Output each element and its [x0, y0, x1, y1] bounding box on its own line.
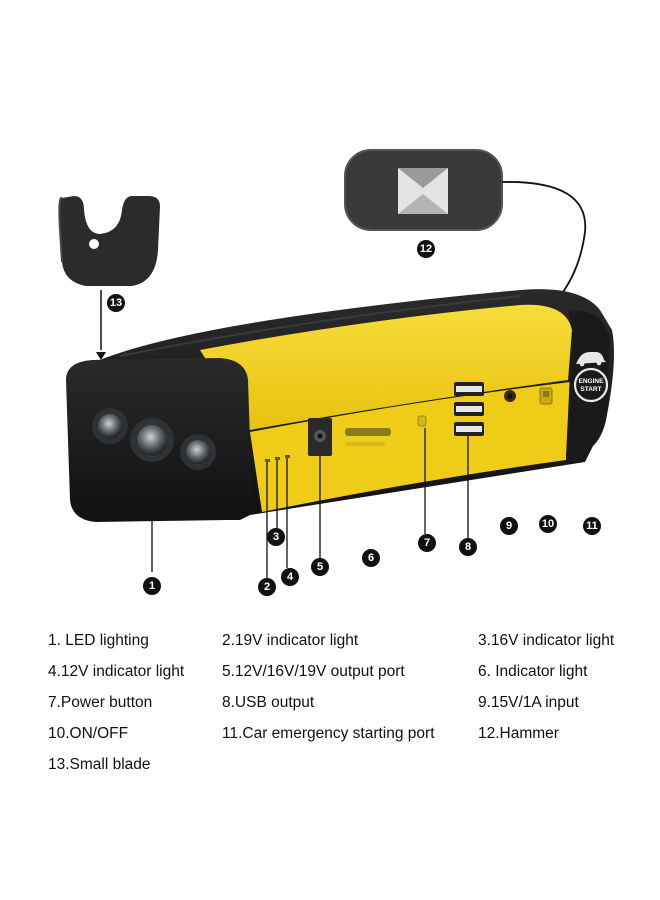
hammer-leader-line — [501, 181, 587, 297]
callout-leader-lines — [151, 428, 469, 578]
callout-12: 12 — [417, 240, 435, 258]
callout-10: 10 — [539, 515, 557, 533]
small-blade-part — [58, 196, 161, 286]
power-button-part — [417, 415, 427, 427]
legend-item-11: 11.Car emergency starting port — [222, 725, 435, 742]
callout-2: 2 — [258, 578, 276, 596]
car-icon — [576, 352, 606, 367]
parts-legend: 1. LED lighting 2.19V indicator light 3.… — [0, 620, 660, 780]
led-lights — [92, 408, 216, 470]
callout-13: 13 — [107, 294, 125, 312]
engine-start-label-1: ENGINE — [579, 378, 605, 385]
product-diagram: ENGINE START 1 2 3 4 5 6 7 8 9 10 11 12 … — [58, 149, 614, 596]
callout-8: 8 — [459, 538, 477, 556]
indicator-light-strip — [345, 428, 391, 446]
callout-3: 3 — [267, 528, 285, 546]
legend-item-4: 4.12V indicator light — [48, 663, 185, 680]
legend-item-7: 7.Power button — [48, 694, 153, 711]
callout-6: 6 — [362, 549, 380, 567]
blade-leader-arrow — [96, 352, 106, 360]
legend-item-2: 2.19V indicator light — [222, 632, 359, 649]
legend-item-5: 5.12V/16V/19V output port — [222, 663, 405, 680]
callout-5: 5 — [311, 558, 329, 576]
legend-item-6: 6. Indicator light — [478, 663, 588, 680]
legend-item-3: 3.16V indicator light — [478, 632, 615, 649]
callout-9: 9 — [500, 517, 518, 535]
callout-1: 1 — [143, 577, 161, 595]
dc-input-port — [504, 390, 516, 402]
callout-11: 11 — [583, 517, 601, 535]
engine-start-button: ENGINE START — [573, 367, 609, 403]
legend-item-9: 9.15V/1A input — [478, 694, 579, 711]
voltage-indicator-lights — [265, 455, 290, 462]
hammer-part — [344, 149, 503, 231]
legend-item-1: 1. LED lighting — [48, 632, 149, 649]
on-off-switch — [539, 387, 553, 405]
legend-item-13: 13.Small blade — [48, 756, 151, 773]
jump-starter-body — [66, 289, 614, 522]
legend-item-12: 12.Hammer — [478, 725, 559, 742]
legend-item-10: 10.ON/OFF — [48, 725, 129, 742]
dc-output-port — [308, 418, 332, 456]
engine-start-label-2: START — [580, 386, 601, 393]
callout-7: 7 — [418, 534, 436, 552]
legend-item-8: 8.USB output — [222, 694, 315, 711]
callout-4: 4 — [281, 568, 299, 586]
usb-output-ports — [454, 382, 484, 436]
jump-starter-illustration: ENGINE START — [58, 149, 614, 578]
